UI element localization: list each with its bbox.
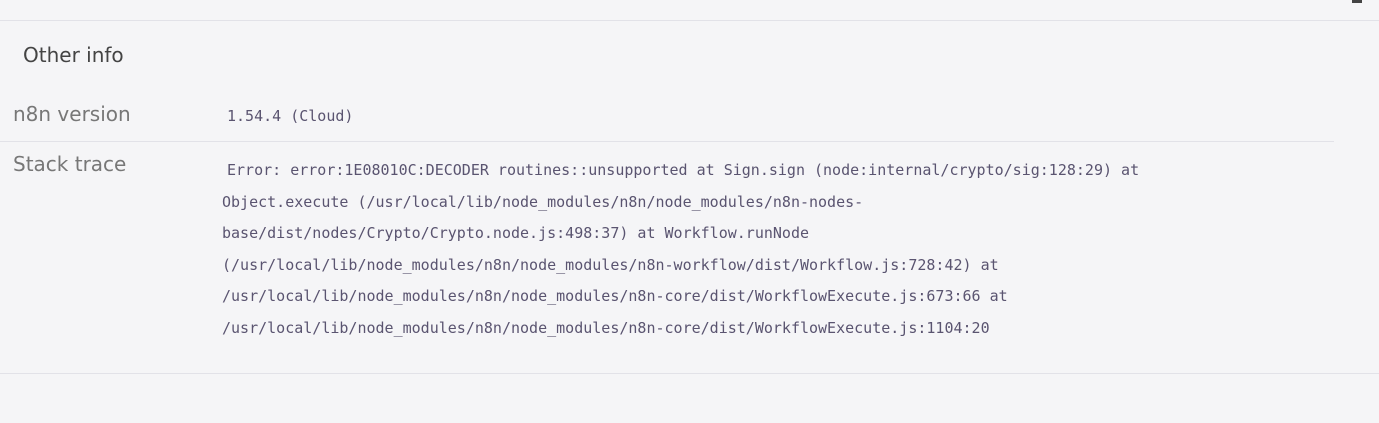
version-row: n8n version 1.54.4 (Cloud) xyxy=(0,96,1334,142)
stack-trace-line: Error: error:1E08010C:DECODER routines::… xyxy=(227,161,1140,179)
version-label: n8n version xyxy=(13,102,131,126)
stack-trace-line: /usr/local/lib/node_modules/n8n/node_mod… xyxy=(222,287,1008,305)
version-value: 1.54.4 (Cloud) xyxy=(227,107,354,125)
stack-trace-row: Stack trace Error: error:1E08010C:DECODE… xyxy=(0,142,1334,344)
stack-trace-value: Error: error:1E08010C:DECODER routines::… xyxy=(222,152,1139,344)
bottom-divider xyxy=(0,373,1379,374)
section-title: Other info xyxy=(23,43,124,67)
stack-trace-label: Stack trace xyxy=(13,152,127,176)
top-divider xyxy=(0,20,1379,21)
stack-trace-line: base/dist/nodes/Crypto/Crypto.node.js:49… xyxy=(222,224,809,242)
stack-trace-line: (/usr/local/lib/node_modules/n8n/node_mo… xyxy=(222,255,999,274)
minimize-icon[interactable] xyxy=(1352,0,1362,3)
info-table: n8n version 1.54.4 (Cloud) Stack trace E… xyxy=(0,96,1334,344)
stack-trace-line: /usr/local/lib/node_modules/n8n/node_mod… xyxy=(222,318,990,337)
stack-trace-line: Object.execute (/usr/local/lib/node_modu… xyxy=(222,192,864,211)
